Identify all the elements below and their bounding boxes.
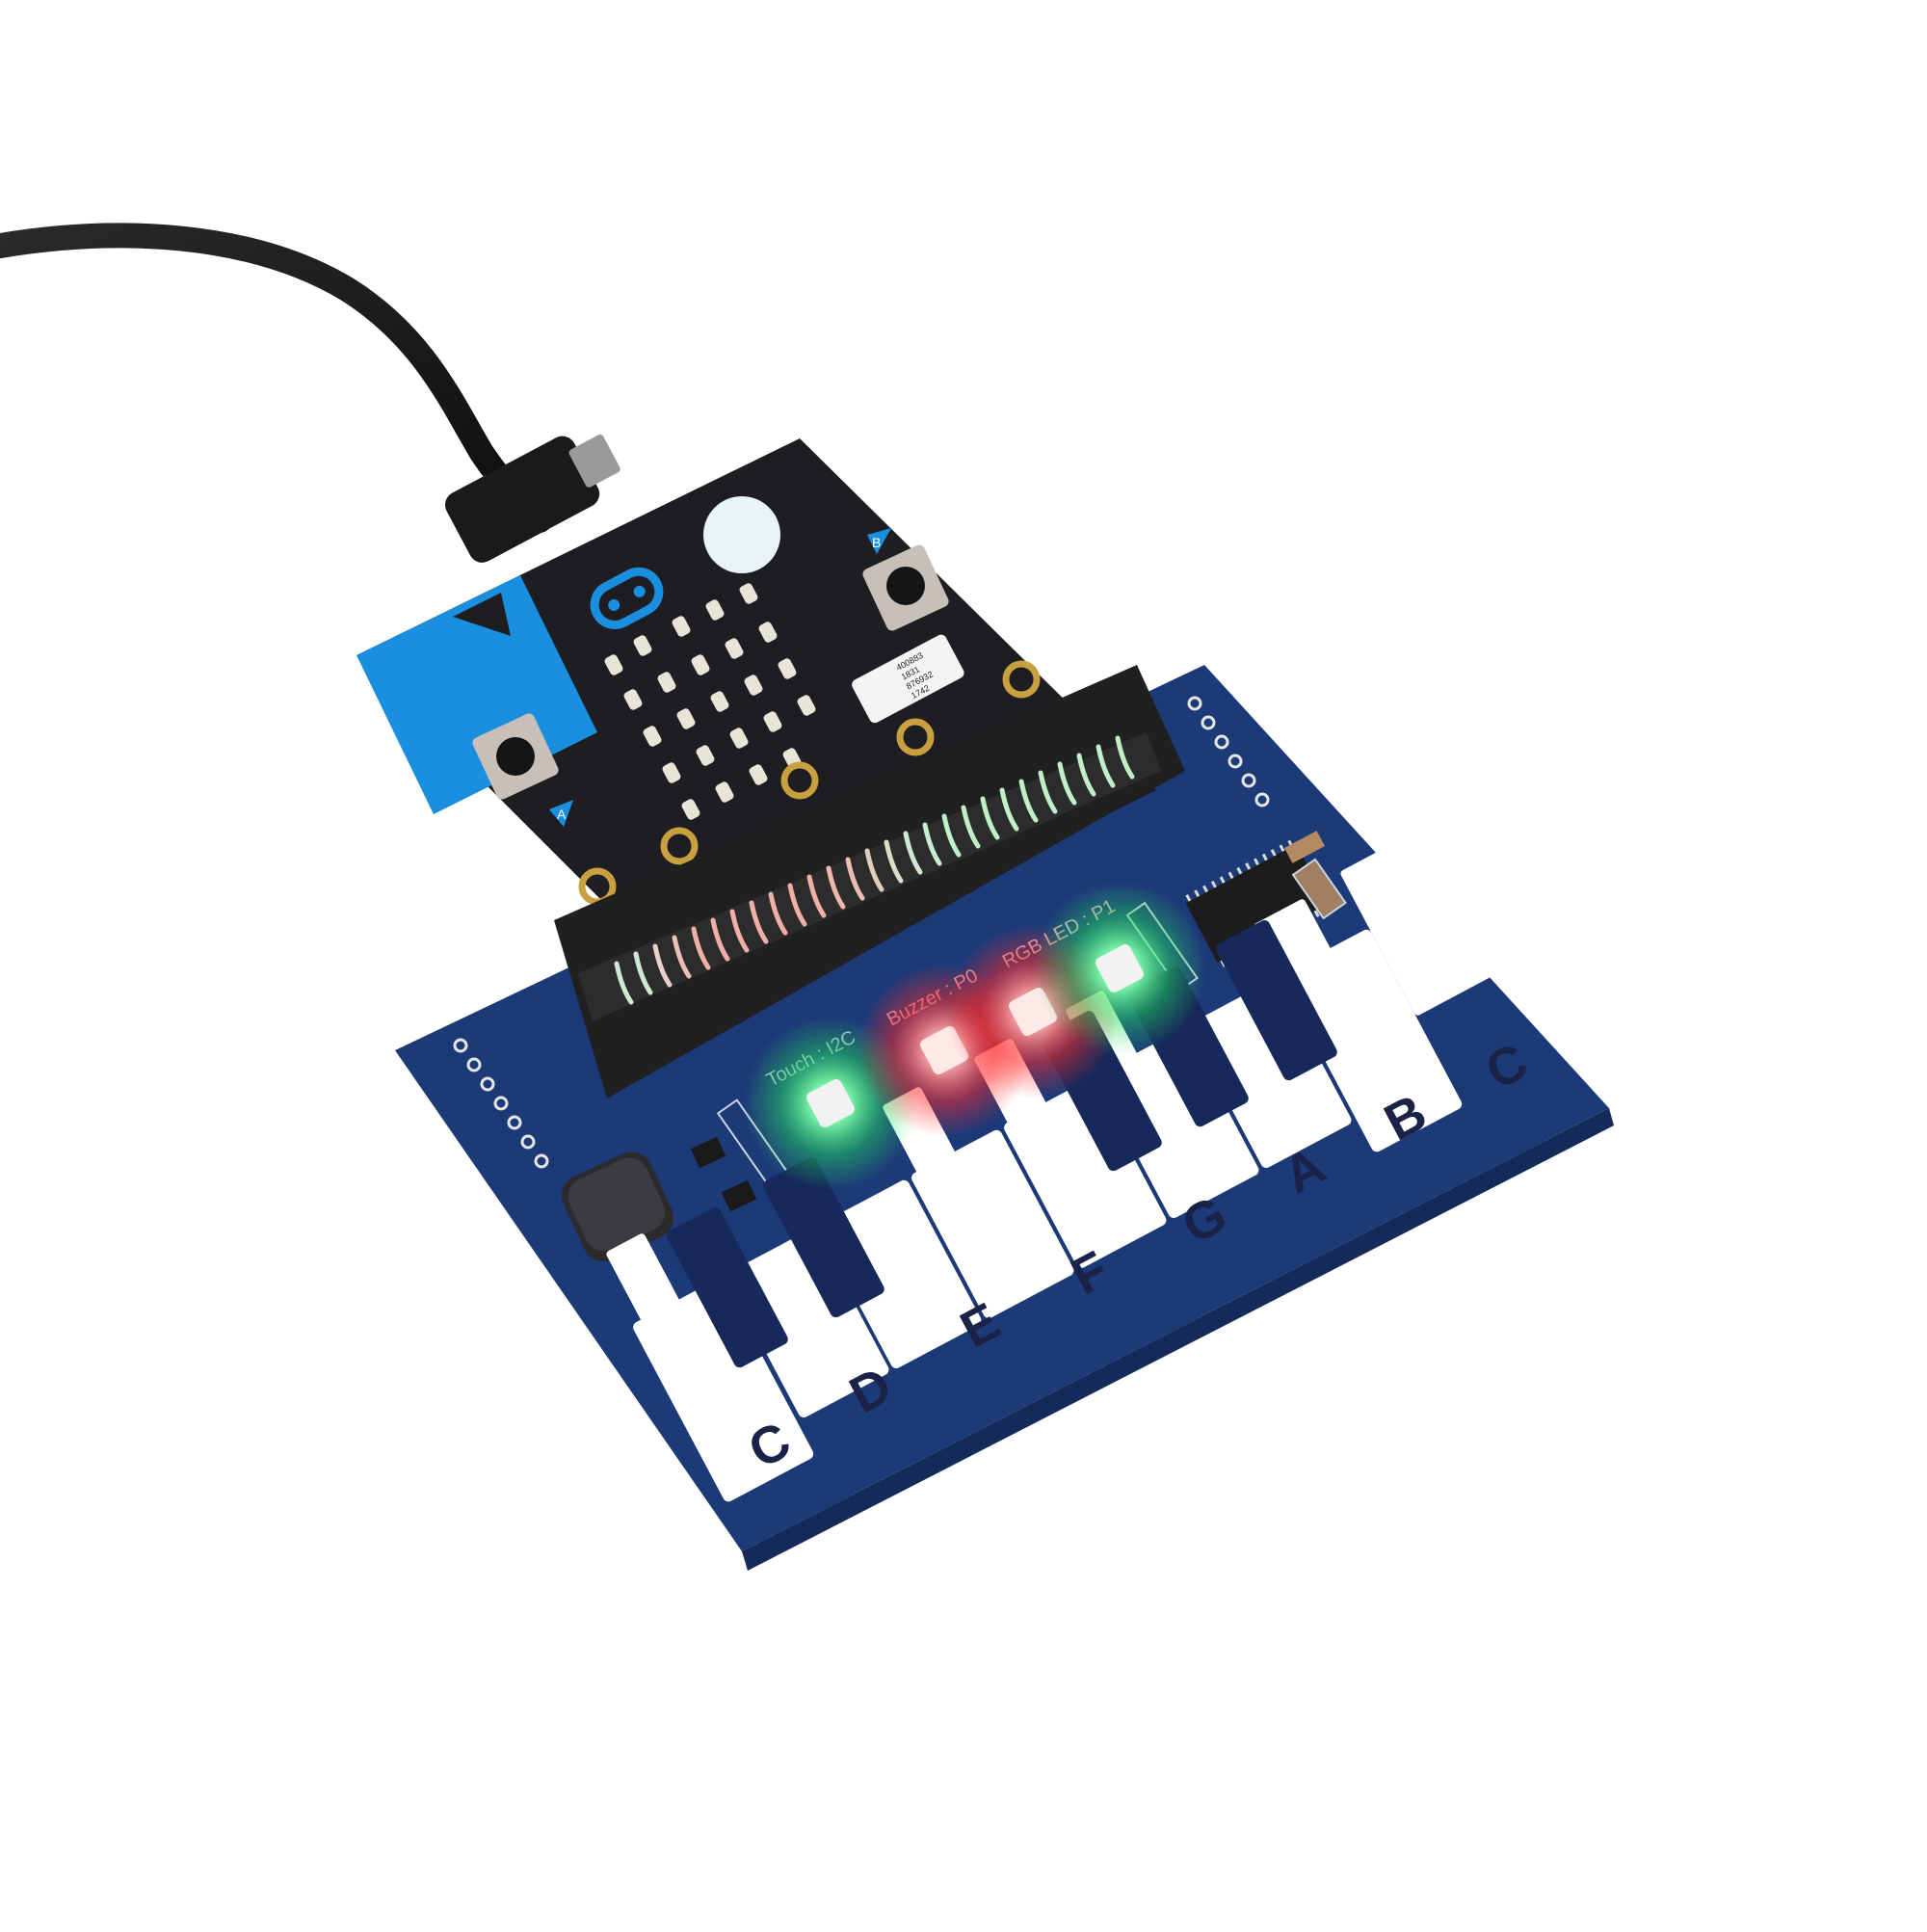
pin-header-right <box>1187 696 1270 807</box>
gold-edge-pads <box>578 660 1041 906</box>
buzzer <box>561 1151 674 1262</box>
rgb-led-4-green <box>1033 882 1206 1055</box>
resistor-array-right <box>1291 858 1347 920</box>
transistor-2 <box>721 1179 757 1212</box>
black-key-c-sharp <box>667 1207 788 1368</box>
white-key-e <box>819 1179 982 1368</box>
usb-cable <box>0 223 552 533</box>
qr-label: 400883 1831 876932 1742 <box>852 634 964 724</box>
button-b[interactable]: B <box>860 528 950 633</box>
white-key-b <box>1189 979 1352 1168</box>
key-stem-c <box>606 1233 710 1380</box>
capacitor <box>1283 831 1326 863</box>
black-key-a-sharp <box>1216 920 1337 1081</box>
key-stem-c-high <box>1340 833 1491 1016</box>
transistor-1 <box>690 1136 726 1169</box>
pin-header-left <box>453 1038 549 1169</box>
piano-expansion-board: C D E F G A B C Touch : I2C Buzzer : P0 … <box>395 665 1614 1571</box>
processor-sticker <box>703 496 780 573</box>
microbit-logo-icon <box>590 567 664 629</box>
usb-plug <box>444 434 620 563</box>
button-a[interactable]: A <box>470 711 573 827</box>
button-a-label: A <box>557 807 567 822</box>
rgb-leds <box>744 882 1206 1190</box>
key-stem-b <box>1254 899 1370 1052</box>
edge-connector <box>554 665 1185 1098</box>
led-matrix <box>604 583 816 820</box>
button-b-label: B <box>872 535 881 550</box>
black-key-d-sharp <box>763 1157 884 1318</box>
white-key-d <box>726 1229 889 1417</box>
